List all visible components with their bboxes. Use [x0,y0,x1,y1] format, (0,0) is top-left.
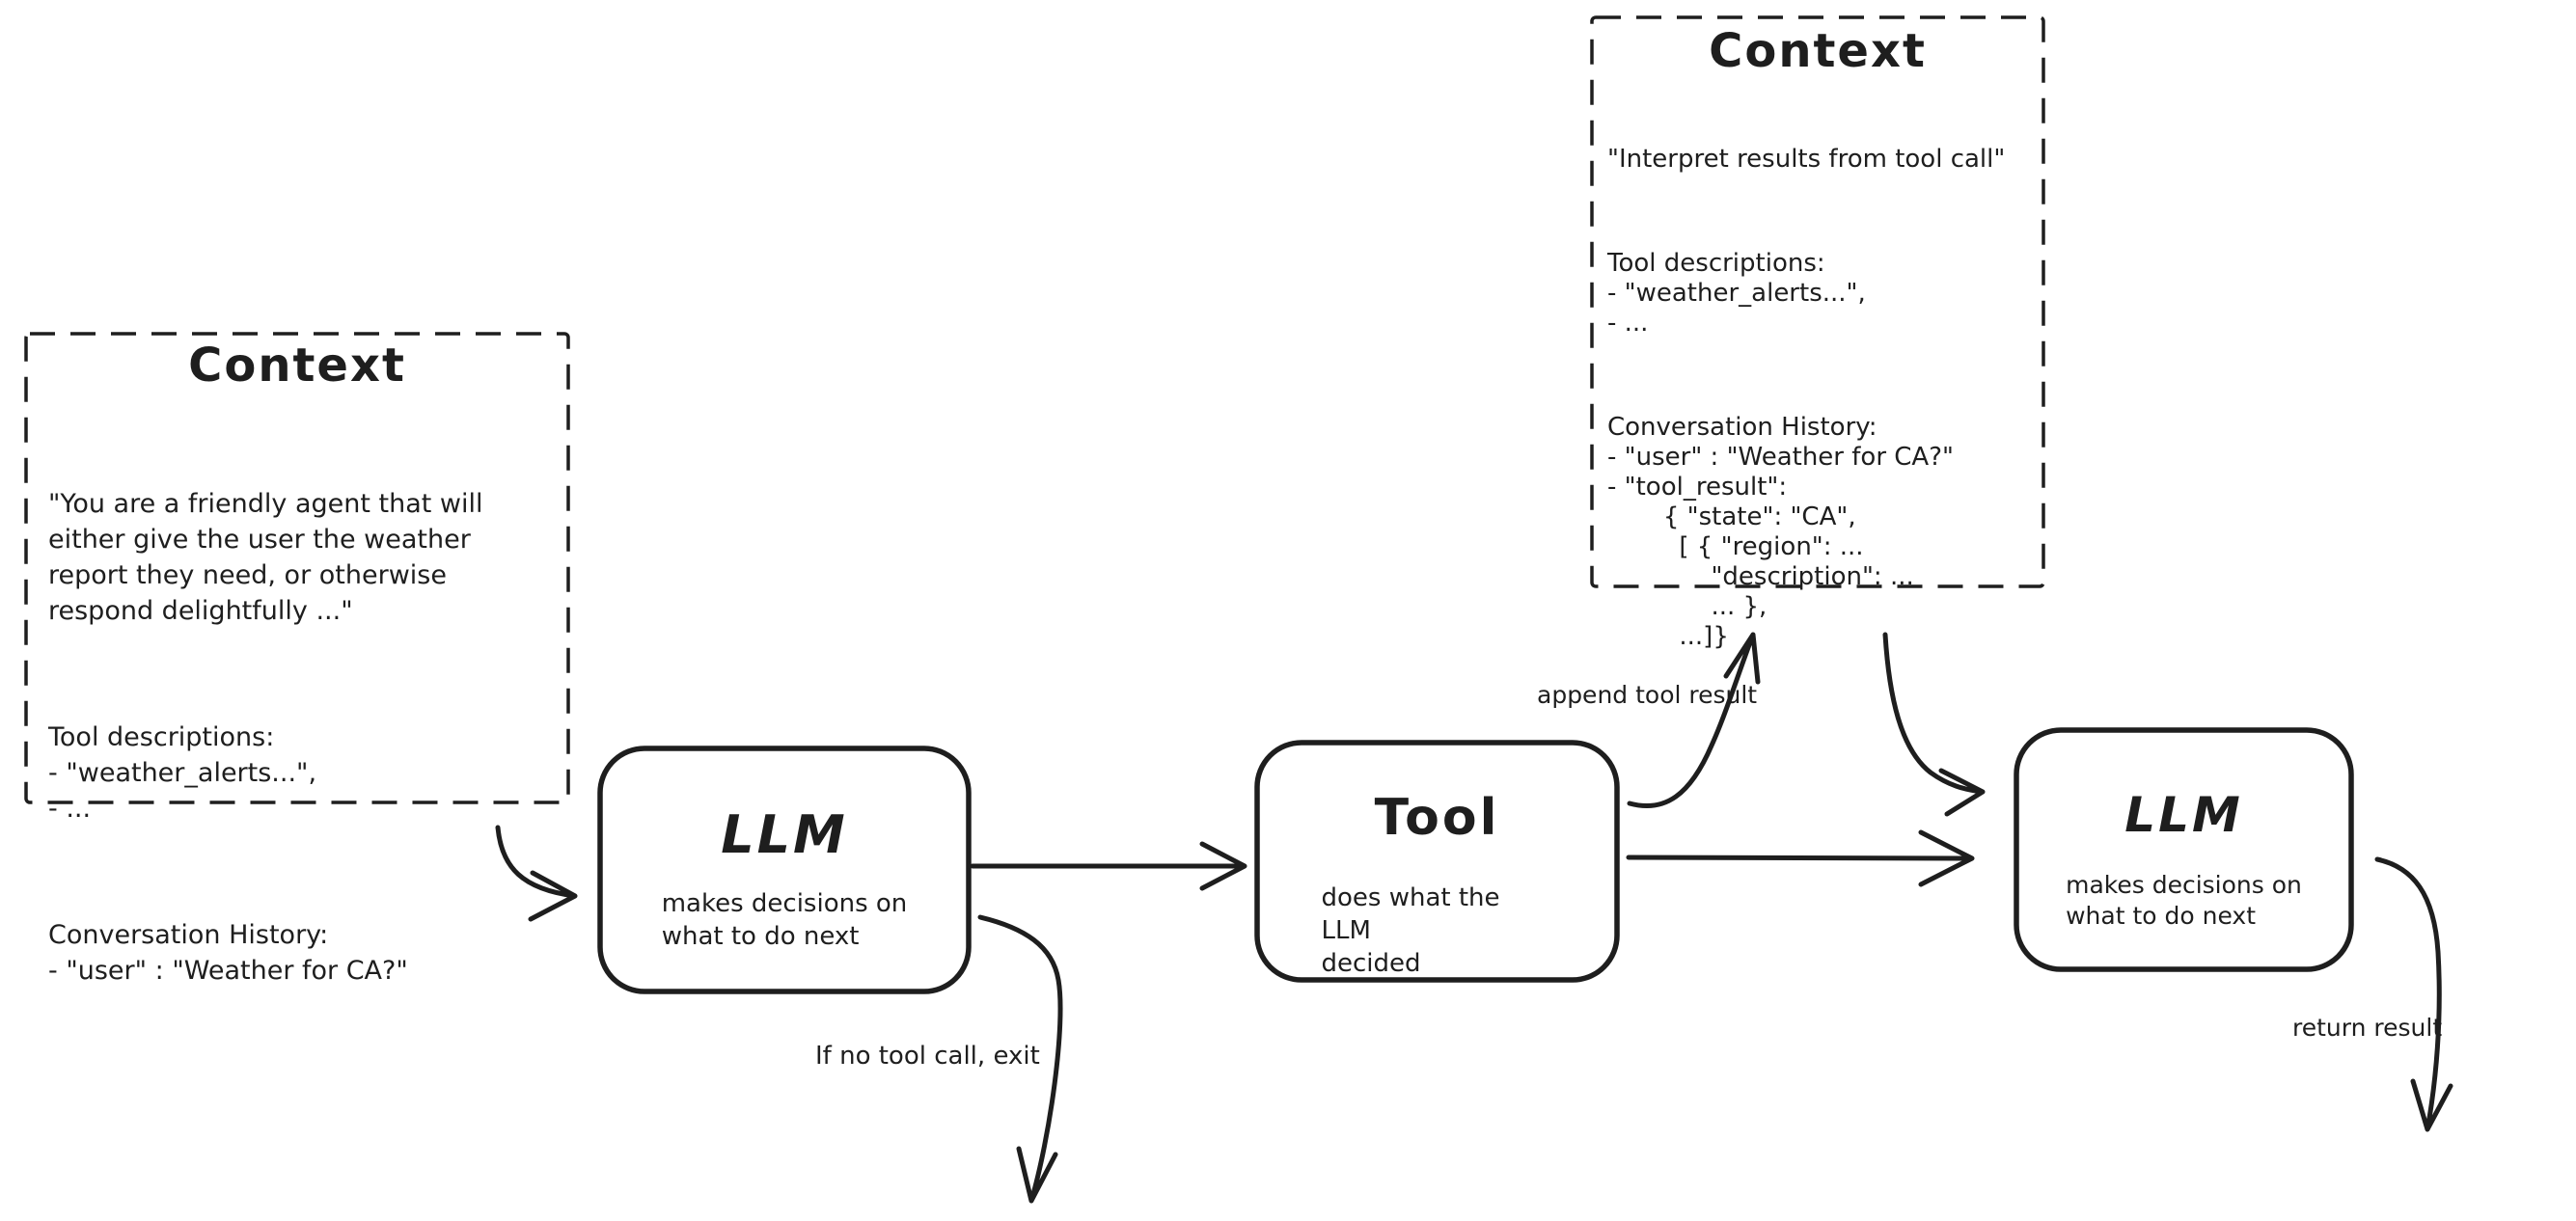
context-initial-title: Context [188,339,406,393]
arrow-context-initial-to-llm-first [495,825,578,922]
llm-first-subtitle-wrap: makes decisions on what to do next [600,887,969,953]
context-initial-system-prompt: "You are a friendly agent that will eith… [48,489,483,626]
arrow-llm-first-exit [977,914,1063,1204]
llm-first-subtitle: makes decisions on what to do next [661,889,908,951]
arrow-llm-first-to-tool [970,841,1247,891]
if-no-tool-call-exit-label: If no tool call, exit [815,1042,1040,1071]
arrow-tool-to-llm-second [1626,829,1975,887]
append-tool-result-label: append tool result [1537,681,1758,709]
llm-second-title: LLM [2124,787,2243,843]
context-after-tool-tool-descriptions: Tool descriptions: - "weather_alerts..."… [1607,249,1866,338]
context-after-tool-instruction: "Interpret results from tool call" [1607,145,2006,174]
context-after-tool-conversation-history: Conversation History: - "user" : "Weathe… [1607,413,1954,651]
arrow-context-after-to-llm-second [1882,632,1986,817]
llm-second-subtitle-wrap: makes decisions on what to do next [2016,870,2351,932]
context-initial-tool-descriptions: Tool descriptions: - "weather_alerts..."… [48,722,317,824]
context-initial-conversation-history: Conversation History: - "user" : "Weathe… [48,920,408,986]
context-initial-box [24,332,570,804]
context-after-tool-title: Context [1709,24,1927,78]
context-after-tool-body: "Interpret results from tool call" Tool … [1607,85,2032,726]
return-result-label: return result [2292,1014,2443,1042]
llm-first-title: LLM [721,804,848,865]
tool-subtitle: does what the LLM decided [1321,883,1500,978]
tool-node-box [1254,740,1620,983]
tool-title: Tool [1374,789,1500,847]
llm-second-node-box [2014,727,2354,972]
arrow-llm-second-return-result [2374,856,2453,1132]
tool-subtitle-wrap: does what the LLM decided [1257,882,1617,980]
context-initial-body: "You are a friendly agent that will eith… [48,415,555,1079]
llm-second-subtitle: makes decisions on what to do next [2066,871,2302,930]
arrow-tool-to-context-after [1627,632,1761,809]
context-after-tool-box [1590,15,2045,588]
llm-first-node-box [597,746,972,994]
